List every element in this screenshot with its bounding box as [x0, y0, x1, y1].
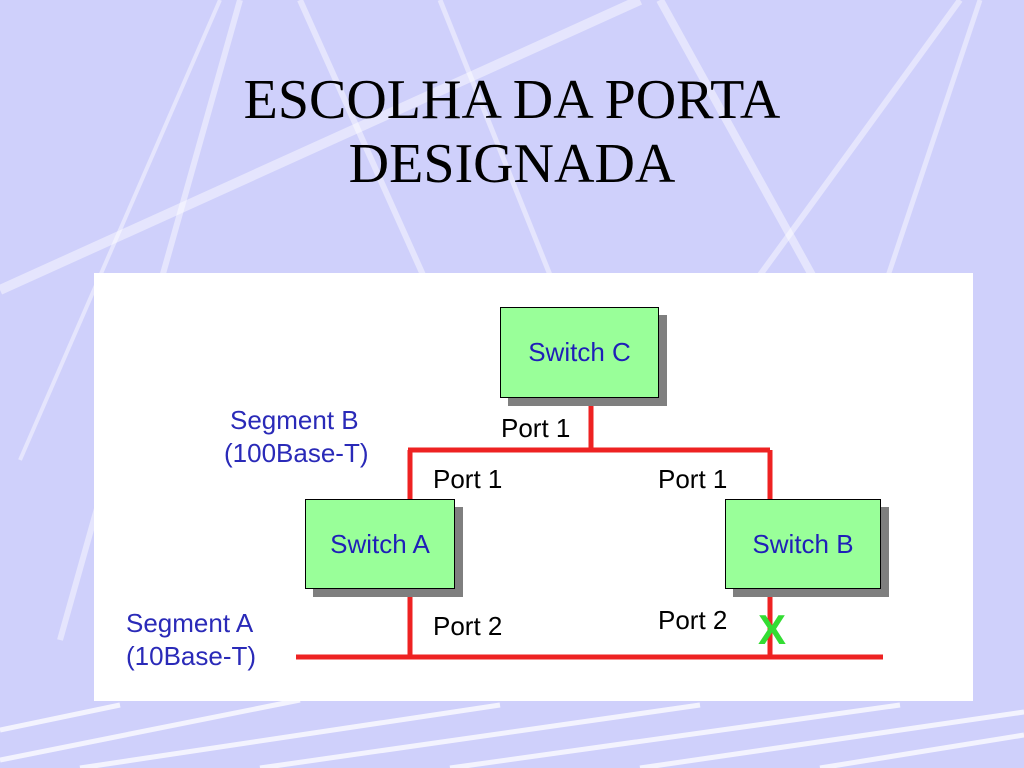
- slide-title-line-1: ESCOLHA DA PORTA: [243, 69, 781, 131]
- switch-c: Switch C: [500, 307, 659, 398]
- switch-c-label: Switch C: [528, 337, 631, 367]
- segment-a-type: (10Base-T): [126, 641, 257, 671]
- switch-a: Switch A: [305, 499, 455, 589]
- switch-b-port1-label: Port 1: [658, 464, 728, 494]
- switch-b-label: Switch B: [752, 528, 854, 559]
- switch-c-port1-label: Port 1: [501, 413, 571, 443]
- switch-a-port2-label: Port 2: [433, 611, 503, 641]
- switch-b: Switch B: [725, 499, 881, 589]
- segment-b-label: Segment B (100Base-T): [224, 404, 369, 470]
- blocked-port-mark: X: [758, 606, 787, 653]
- network-diagram: Switch C Switch A Switch B Port 1 Port 1…: [94, 273, 973, 701]
- segment-a-label: Segment A (10Base-T): [126, 607, 256, 673]
- switch-b-port2-label: Port 2: [658, 605, 728, 635]
- cable-lines: [296, 393, 883, 660]
- segment-b-type: (100Base-T): [224, 438, 369, 468]
- switch-a-label: Switch A: [330, 528, 430, 559]
- switch-a-port1-label: Port 1: [433, 464, 503, 494]
- segment-b-name: Segment B: [230, 405, 359, 435]
- slide-title: ESCOLHA DA PORTA DESIGNADA: [0, 68, 1024, 196]
- slide-title-line-2: DESIGNADA: [348, 133, 676, 195]
- segment-a-name: Segment A: [126, 608, 254, 638]
